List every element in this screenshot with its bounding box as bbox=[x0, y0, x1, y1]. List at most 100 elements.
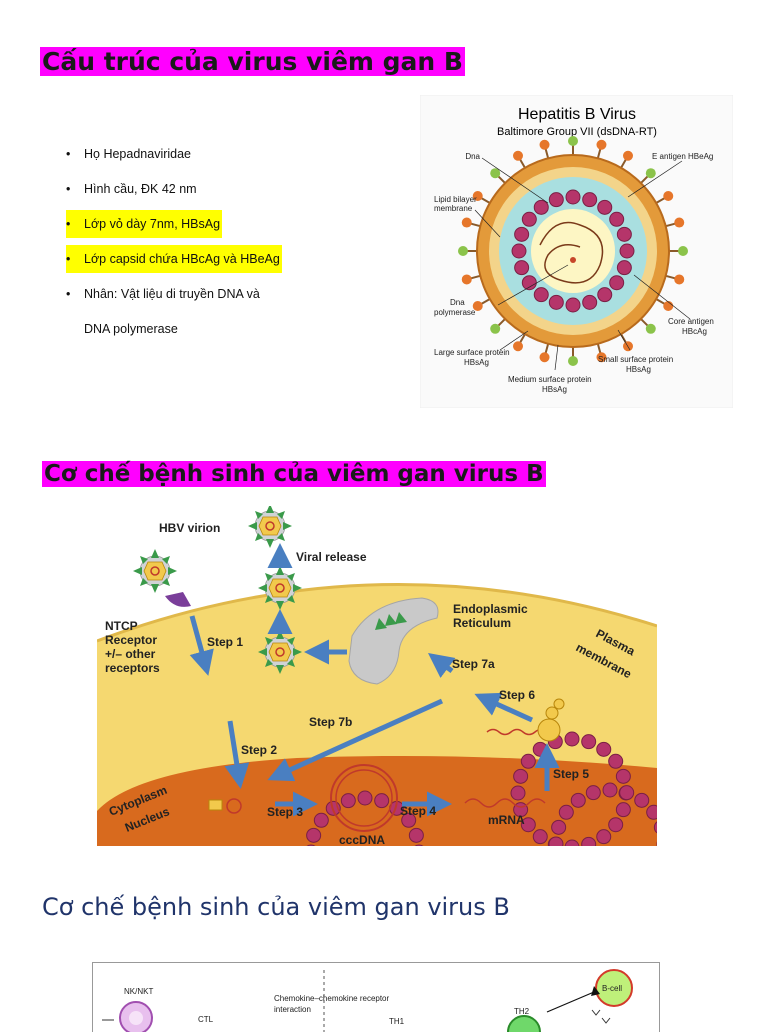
surface-protein-head bbox=[596, 140, 606, 150]
label-viral-release: Viral release bbox=[296, 550, 367, 564]
list-item: •Lớp vỏ dày 7nm, HBsAg bbox=[66, 210, 282, 245]
label-step-7b: Step 7b bbox=[309, 715, 352, 729]
label-step-5: Step 5 bbox=[553, 767, 589, 781]
section-title-pathogenesis: Cơ chế bệnh sinh của viêm gan virus B bbox=[42, 458, 546, 490]
capsid-subunit bbox=[598, 200, 612, 214]
capsid-subunit bbox=[534, 200, 548, 214]
label-interaction: interaction bbox=[274, 1005, 311, 1014]
label-dna-polymerase-2: polymerase bbox=[434, 308, 476, 317]
list-item: •Nhân: Vật liệu di truyền DNA và bbox=[66, 280, 282, 315]
surface-protein-head bbox=[513, 341, 523, 351]
label-lipid-membrane: membrane bbox=[434, 204, 473, 213]
bullet-icon: • bbox=[66, 210, 84, 238]
section-title-structure: Cấu trúc của virus viêm gan B bbox=[40, 46, 465, 78]
capsid-subunit bbox=[522, 212, 536, 226]
surface-protein-head bbox=[513, 151, 523, 161]
surface-protein-head bbox=[458, 246, 468, 256]
label-large-surface-protein: Large surface protein bbox=[434, 348, 510, 357]
capsid-subunit bbox=[549, 295, 563, 309]
capsid-subunit bbox=[610, 276, 624, 290]
label-chemokine: Chemokine–chemokine receptor bbox=[274, 994, 390, 1003]
dna-polymerase-dot bbox=[570, 257, 576, 263]
label-small-surface-protein-2: HBsAg bbox=[626, 365, 651, 374]
bullet-icon: • bbox=[66, 175, 84, 203]
figure-subtitle: Baltimore Group VII (dsDNA-RT) bbox=[497, 126, 657, 138]
capsid-subunit bbox=[610, 212, 624, 226]
label-ntcp: NTCP bbox=[105, 619, 138, 633]
surface-protein-head bbox=[674, 218, 684, 228]
structure-bullet-list: •Họ Hepadnaviridae •Hình cầu, ĐK 42 nm •… bbox=[66, 140, 282, 350]
label-dna-polymerase: Dna bbox=[450, 298, 465, 307]
label-medium-surface-protein: Medium surface protein bbox=[508, 375, 592, 384]
surface-protein-head bbox=[674, 274, 684, 284]
list-item-continuation: DNA polymerase bbox=[66, 315, 282, 350]
capsid-subunit bbox=[515, 227, 529, 241]
label-ntcp-receptor: Receptor bbox=[105, 633, 157, 647]
label-reticulum: Reticulum bbox=[453, 616, 511, 630]
label-medium-surface-protein-2: HBsAg bbox=[542, 385, 567, 394]
capsid-subunit bbox=[598, 288, 612, 302]
label-step-1: Step 1 bbox=[207, 635, 243, 649]
label-step-7a: Step 7a bbox=[452, 657, 495, 671]
capsid-subunit bbox=[522, 276, 536, 290]
label-large-surface-protein-2: HBsAg bbox=[464, 358, 489, 367]
figure-title: Hepatitis B Virus bbox=[518, 106, 636, 123]
capsid-subunit bbox=[620, 244, 634, 258]
bullet-icon: • bbox=[66, 245, 84, 273]
capsid-subunit bbox=[512, 244, 526, 258]
label-nk-nkt: NK/NKT bbox=[124, 987, 153, 996]
surface-protein-head bbox=[646, 168, 656, 178]
list-item: •Họ Hepadnaviridae bbox=[66, 140, 282, 175]
list-item: •Lớp capsid chứa HBcAg và HBeAg bbox=[66, 245, 282, 280]
ribosome-icon bbox=[538, 719, 560, 741]
label-ntcp-receptors: receptors bbox=[105, 661, 160, 675]
label-ctl: CTL bbox=[198, 1015, 214, 1024]
label-endoplasmic: Endoplasmic bbox=[453, 602, 528, 616]
surface-protein-head bbox=[490, 324, 500, 334]
surface-protein-head bbox=[646, 324, 656, 334]
capsid-subunit bbox=[549, 193, 563, 207]
label-dna: Dna bbox=[465, 152, 480, 161]
section-title-pathogenesis-2: Cơ chế bệnh sinh của viêm gan virus B bbox=[42, 890, 510, 924]
label-core-antigen-2: HBcAg bbox=[682, 327, 707, 336]
label-step-6: Step 6 bbox=[499, 688, 535, 702]
capsid-subunit bbox=[583, 193, 597, 207]
capsid-subunit bbox=[566, 190, 580, 204]
bullet-icon: • bbox=[66, 140, 84, 168]
label-cccdna: cccDNA bbox=[339, 833, 385, 846]
hbv-structure-diagram: Hepatitis B Virus Baltimore Group VII (d… bbox=[420, 95, 733, 408]
label-core-antigen: Core antigen bbox=[668, 317, 714, 326]
surface-protein-head bbox=[540, 352, 550, 362]
label-b-cell: B-cell bbox=[602, 984, 622, 993]
capsid-at-nucleus-icon bbox=[209, 800, 222, 810]
capsid-subunit bbox=[583, 295, 597, 309]
surface-protein-head bbox=[568, 356, 578, 366]
surface-protein-head bbox=[568, 136, 578, 146]
hbv-lifecycle-diagram: HBV virion Viral release NTCP Receptor +… bbox=[97, 506, 657, 846]
bullet-icon: • bbox=[66, 280, 84, 308]
surface-protein-head bbox=[663, 301, 673, 311]
label-step-2: Step 2 bbox=[241, 743, 277, 757]
surface-protein-head bbox=[462, 274, 472, 284]
surface-protein-head bbox=[462, 218, 472, 228]
surface-protein-head bbox=[678, 246, 688, 256]
label-step-3: Step 3 bbox=[267, 805, 303, 819]
label-ntcp-other: +/– other bbox=[105, 647, 156, 661]
immune-response-diagram: NK/NKT CTL Chemokine–chemokine receptor … bbox=[92, 962, 660, 1032]
surface-protein-head bbox=[623, 151, 633, 161]
label-th2: TH2 bbox=[514, 1007, 530, 1016]
label-hbv-virion: HBV virion bbox=[159, 521, 220, 535]
list-item: •Hình cầu, ĐK 42 nm bbox=[66, 175, 282, 210]
surface-protein-head bbox=[663, 191, 673, 201]
label-small-surface-protein: Small surface protein bbox=[598, 355, 673, 364]
label-e-antigen: E antigen HBeAg bbox=[652, 152, 713, 161]
capsid-subunit bbox=[515, 261, 529, 275]
surface-protein-head bbox=[540, 140, 550, 150]
label-lipid-bilayer: Lipid bilayer bbox=[434, 195, 477, 204]
label-step-4: Step 4 bbox=[400, 804, 436, 818]
capsid-subunit bbox=[566, 298, 580, 312]
label-th1: TH1 bbox=[389, 1017, 405, 1026]
capsid-subunit bbox=[534, 288, 548, 302]
label-mrna: mRNA bbox=[488, 813, 525, 827]
capsid-subunit bbox=[617, 227, 631, 241]
